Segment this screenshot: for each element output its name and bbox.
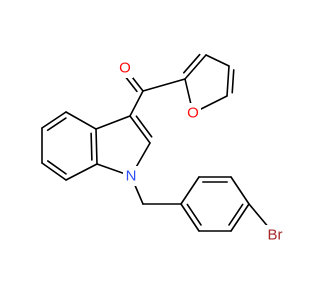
atom-label-layer: O O N Br: [117, 58, 288, 245]
bond-c7a-c3a-double: [90, 132, 93, 161]
bond-layer: [41, 53, 276, 236]
bond-c3-c2-double: [135, 115, 153, 138]
indole-nitrogen-label: N: [126, 168, 137, 185]
bond-f2-f3: [184, 54, 207, 80]
bond-c6-c7: [41, 162, 67, 181]
bond-f4-f5: [226, 65, 230, 97]
bond-a6-a1-double: [186, 203, 202, 226]
bromine-label: Br: [268, 227, 283, 244]
molecule-structure-canvas: O O N Br: [41, 53, 288, 245]
bond-carbonyl-furan: [142, 78, 186, 92]
molecule-drawing: O O N Br: [41, 53, 288, 245]
bond-a6-a1: [180, 203, 200, 232]
bond-a4-a5-double: [228, 203, 244, 226]
bond-f4-f5-double: [231, 69, 235, 94]
bond-a3-a4: [230, 176, 250, 205]
bond-carbonyl-indole: [129, 90, 144, 117]
bromine-background: [262, 225, 288, 245]
bond-a4-a5: [230, 203, 250, 232]
bond-c3a-c3: [95, 115, 131, 130]
bond-c7a-c3a: [95, 128, 98, 165]
bond-a1-a2: [180, 176, 200, 205]
bond-c3-c2: [129, 115, 151, 144]
bond-f3-f4: [205, 54, 230, 67]
bond-c6-c7-double: [46, 160, 67, 175]
bond-c7-c7a: [65, 163, 98, 181]
bond-c4-c5-double: [46, 117, 67, 132]
carbonyl-oxygen-label: O: [119, 60, 131, 77]
furan-oxygen-background: [185, 103, 201, 123]
bond-c3a-c4: [65, 111, 97, 130]
indole-nitrogen-background: [123, 166, 139, 186]
carbonyl-oxygen-background: [117, 58, 133, 78]
bond-f2-f3-double: [182, 53, 201, 74]
furan-oxygen-label: O: [187, 105, 199, 122]
bond-c4-c5: [41, 111, 67, 129]
